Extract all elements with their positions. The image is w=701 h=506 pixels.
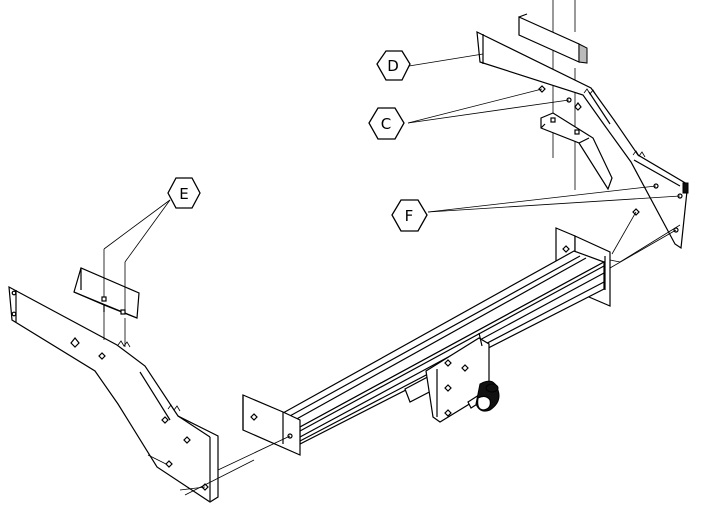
left-inner-plate (73, 249, 140, 347)
callout-c-label: C (381, 115, 391, 133)
vehicle-frame-lines (552, 0, 576, 190)
left-crossbar-plate (242, 394, 301, 456)
callout-e-label: E (179, 185, 188, 203)
callout-e: E (167, 177, 201, 209)
callout-c: C (368, 107, 405, 140)
assembly-guide-lines (147, 211, 681, 496)
callout-d-label: D (387, 57, 399, 75)
callout-f-shape (391, 199, 428, 232)
main-crossbar (281, 250, 606, 445)
callout-f: F (391, 199, 428, 232)
callout-f-label: F (405, 207, 414, 225)
callout-e-shape (167, 177, 201, 209)
callout-d: D (376, 50, 411, 81)
right-inner-plate (538, 85, 613, 191)
hitch-receiver (404, 332, 500, 423)
callout-d-shape (376, 50, 411, 81)
callout-leaders (103, 53, 681, 263)
top-spacer-plate (518, 13, 588, 64)
left-side-bracket (8, 285, 219, 503)
callout-c-shape (368, 107, 405, 140)
